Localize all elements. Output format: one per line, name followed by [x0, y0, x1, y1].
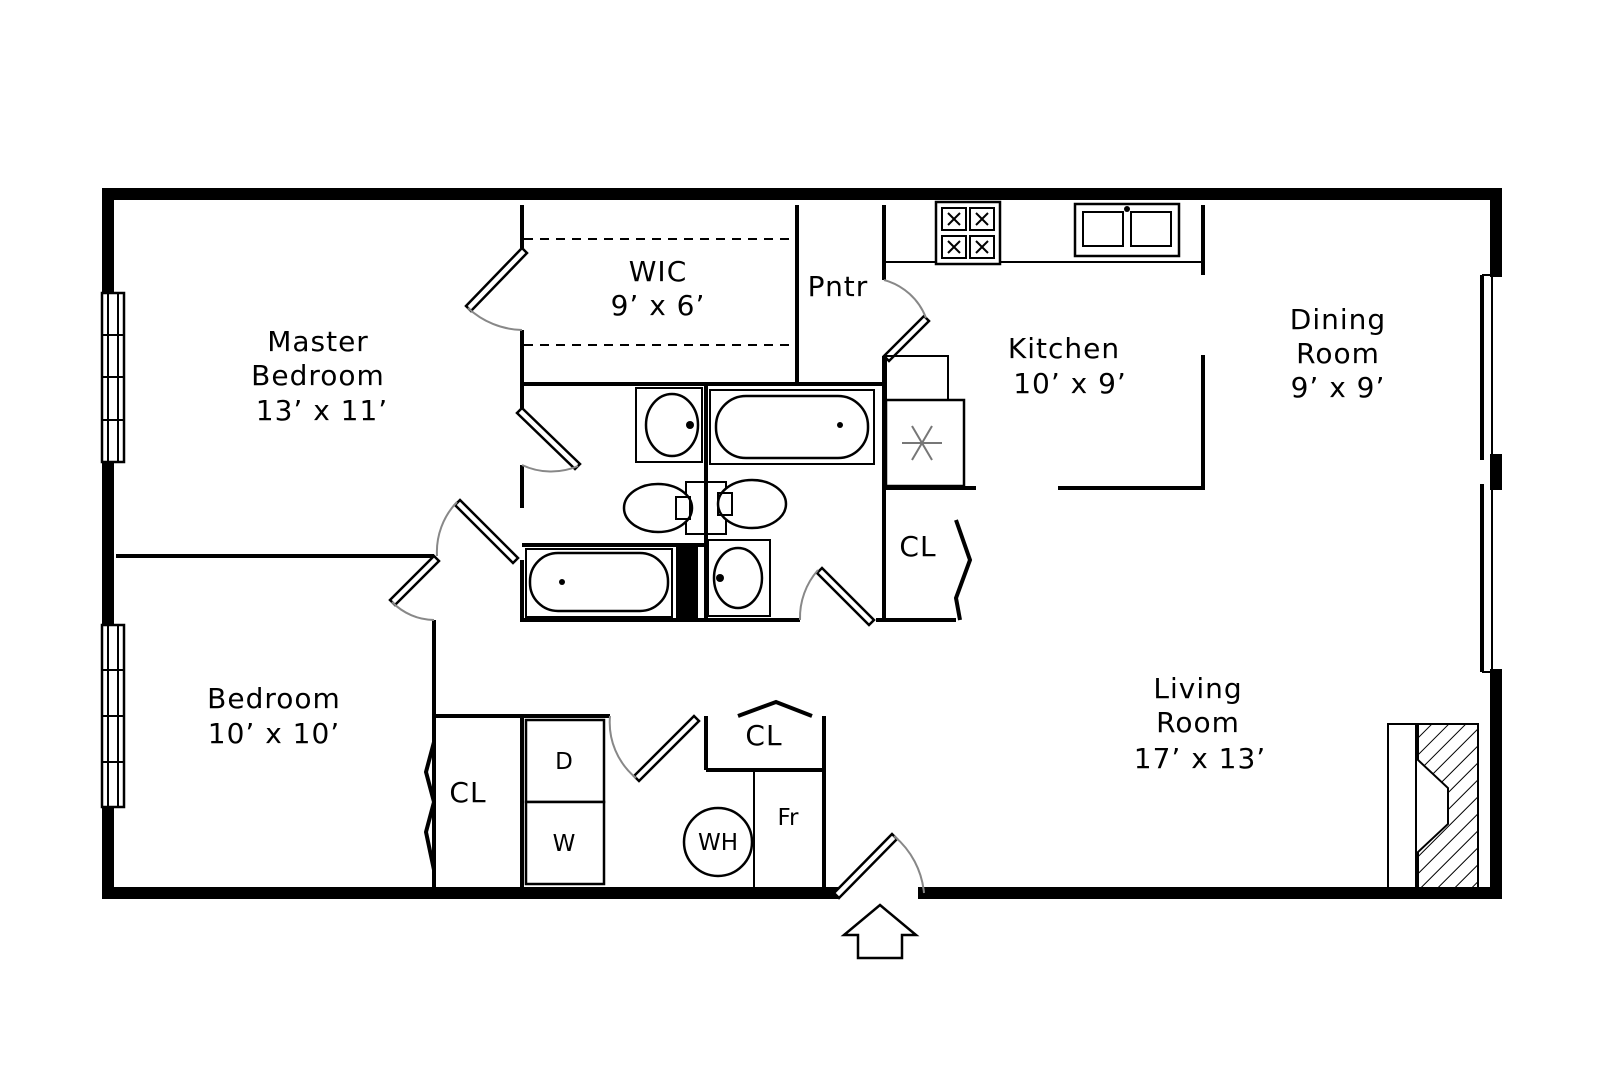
- door-master-bedroom[interactable]: [435, 498, 520, 565]
- bifold-door-hall-closet[interactable]: [737, 699, 813, 718]
- living-room-name-1: Living: [1153, 672, 1242, 705]
- label-dining-room: Dining Room 9’ x 9’: [1290, 303, 1386, 404]
- water-heater-label: WH: [698, 830, 738, 856]
- washer: [524, 800, 606, 886]
- bedroom-size: 10’ x 10’: [208, 717, 340, 750]
- master-bedroom-name-2: Bedroom: [251, 359, 385, 392]
- wic-name: WIC: [629, 255, 688, 288]
- washer-label: W: [553, 831, 576, 857]
- kitchen-size: 10’ x 9’: [1013, 367, 1127, 400]
- sliding-door-dining: [1480, 274, 1493, 460]
- hall-closet-label: CL: [745, 719, 782, 752]
- door-bedroom[interactable]: [388, 554, 441, 621]
- door-entry[interactable]: [832, 832, 925, 900]
- master-bedroom-size: 13’ x 11’: [256, 394, 388, 427]
- wic-size: 9’ x 6’: [611, 289, 706, 322]
- hall-bath-sink: [707, 539, 771, 617]
- bifold-door-kitchen-closet[interactable]: [953, 519, 973, 621]
- master-bathtub: [709, 389, 875, 465]
- interior-walls: [116, 205, 1205, 888]
- door-master-bath[interactable]: [515, 406, 582, 473]
- dryer-label: D: [555, 749, 573, 775]
- bedroom-name: Bedroom: [207, 682, 341, 715]
- door-wic[interactable]: [464, 246, 529, 331]
- label-wic: WIC 9’ x 6’: [611, 255, 706, 322]
- door-hall-bath[interactable]: [798, 566, 876, 627]
- bifold-door-bedroom-closet[interactable]: [423, 741, 437, 871]
- hall-bathtub: [525, 548, 673, 618]
- master-bedroom-name-1: Master: [267, 325, 369, 358]
- dining-room-name-1: Dining: [1290, 303, 1386, 336]
- pantry-label: Pntr: [808, 270, 869, 303]
- entry-arrow-icon: [840, 903, 920, 960]
- label-kitchen: Kitchen 10’ x 9’: [1008, 332, 1127, 400]
- dining-room-size: 9’ x 9’: [1291, 371, 1386, 404]
- sliding-door-living: [1480, 484, 1493, 673]
- door-pantry[interactable]: [882, 279, 931, 363]
- door-laundry[interactable]: [608, 714, 701, 783]
- stove-icon: [934, 200, 1002, 266]
- master-bath-sink: [635, 387, 703, 463]
- water-heater: [682, 806, 754, 878]
- snowflake-icon: [902, 425, 942, 461]
- bath-partition: [676, 545, 698, 620]
- kitchen-sink-icon: [1073, 202, 1181, 258]
- kitchen-name: Kitchen: [1008, 332, 1120, 365]
- window-master-bedroom: [100, 291, 126, 464]
- wic-shelving: [524, 238, 795, 346]
- kitchen-closet-label: CL: [899, 530, 936, 563]
- refrigerator: [884, 355, 966, 488]
- dining-room-name-2: Room: [1296, 337, 1380, 370]
- fireplace: [1387, 723, 1479, 889]
- label-living-room: Living Room 17’ x 13’: [1134, 672, 1266, 775]
- bedroom-closet-label: CL: [449, 776, 486, 809]
- window-bedroom: [100, 623, 126, 809]
- living-room-size: 17’ x 13’: [1134, 742, 1266, 775]
- label-bedroom: Bedroom 10’ x 10’: [207, 682, 341, 750]
- living-room-name-2: Room: [1156, 706, 1240, 739]
- furnace-label: Fr: [777, 805, 799, 831]
- exterior-walls: [102, 188, 1502, 899]
- label-master-bedroom: Master Bedroom 13’ x 11’: [251, 325, 388, 427]
- toilets: [622, 478, 788, 535]
